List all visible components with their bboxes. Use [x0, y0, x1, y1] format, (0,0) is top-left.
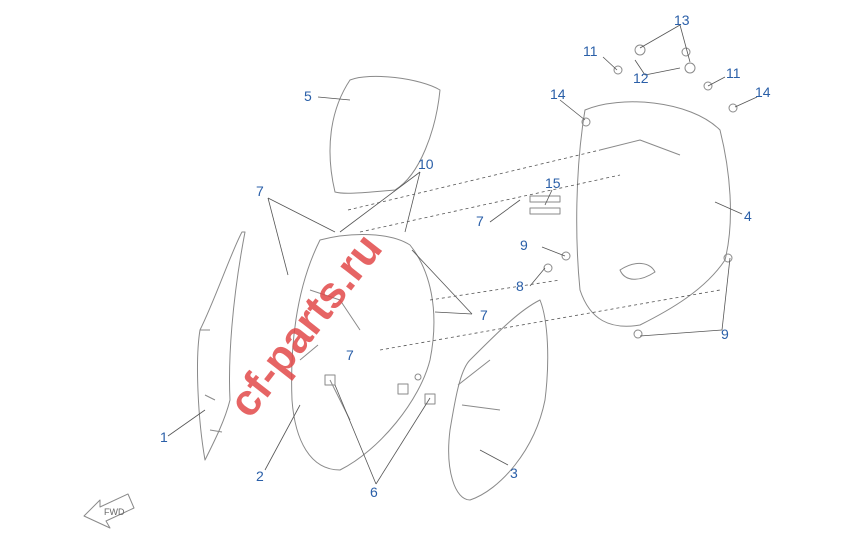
windshield — [329, 75, 441, 194]
label-12: 12 — [633, 70, 649, 86]
fasteners — [324, 44, 738, 405]
label-7b: 7 — [480, 307, 488, 323]
label-11b: 11 — [726, 65, 741, 81]
label-10: 10 — [418, 156, 434, 172]
front-arrow-label: FWD — [104, 507, 125, 517]
label-11a: 11 — [583, 43, 598, 59]
label-6: 6 — [370, 484, 378, 500]
label-7d: 7 — [346, 347, 354, 363]
label-3: 3 — [510, 465, 518, 481]
label-4: 4 — [744, 208, 752, 224]
label-9a: 9 — [520, 237, 528, 253]
label-7a: 7 — [256, 183, 264, 199]
label-14a: 14 — [550, 86, 566, 102]
watermark: cf-parts.ru — [219, 225, 392, 427]
leader-lines — [167, 24, 758, 485]
label-7c: 7 — [476, 213, 484, 229]
left-side-panel — [197, 231, 246, 461]
label-2: 2 — [256, 468, 264, 484]
label-5: 5 — [304, 88, 312, 104]
label-9b: 9 — [721, 326, 729, 342]
front-cowl — [291, 234, 435, 471]
callout-labels: 5 1 2 3 4 6 7 7 7 7 8 9 9 10 11 11 12 13… — [160, 12, 771, 500]
right-side-panel — [448, 299, 549, 501]
label-8: 8 — [516, 278, 524, 294]
label-14b: 14 — [755, 84, 771, 100]
label-15: 15 — [545, 175, 561, 191]
label-1: 1 — [160, 429, 168, 445]
inner-panel — [576, 101, 731, 327]
front-direction-arrow: FWD — [83, 493, 135, 529]
label-13: 13 — [674, 12, 690, 28]
